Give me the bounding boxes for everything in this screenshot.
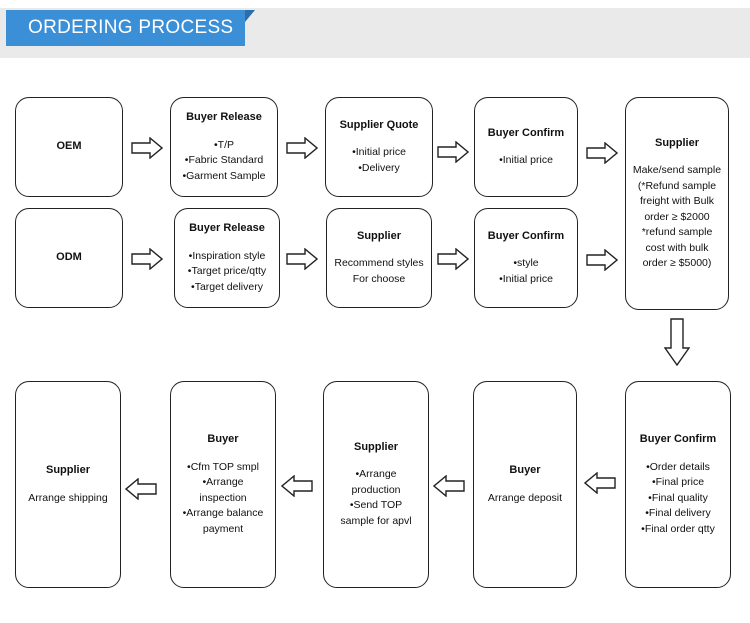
odm-supplier-line: For choose [352, 272, 406, 285]
supplier-sample-line: Make/send sample [632, 164, 722, 176]
supplier-sample-box: Supplier Make/send sample (*Refund sampl… [625, 97, 729, 310]
supplier-shipping-line: Arrange shipping [28, 491, 108, 504]
supplier-production-box: Supplier •Arrange production •Send TOP s… [323, 381, 429, 588]
final-buyer-confirm-line: •Final delivery [645, 507, 711, 519]
buyer-inspection-line: •Cfm TOP smpl [187, 460, 259, 473]
buyer-inspection-line: payment [202, 522, 244, 535]
buyer-inspection-line: •Arrange [202, 476, 244, 488]
right-arrow-icon [437, 141, 469, 163]
oem-label: OEM [56, 140, 82, 153]
supplier-shipping-box: Supplier Arrange shipping [15, 381, 121, 588]
supplier-production-line: production [351, 483, 401, 496]
right-arrow-icon [586, 142, 618, 164]
odm-buyer-release-title: Buyer Release [189, 222, 265, 234]
odm-buyer-confirm-box: Buyer Confirm •style •Initial price [474, 208, 578, 308]
oem-buyer-release-line: •T/P [213, 138, 234, 151]
title-tab-fold [245, 10, 255, 22]
supplier-sample-line: freight with Bulk [639, 195, 715, 207]
odm-supplier-box: Supplier Recommend styles For choose [326, 208, 432, 308]
left-arrow-icon [125, 478, 157, 500]
page-title: ORDERING PROCESS [6, 10, 245, 46]
left-arrow-icon [281, 475, 313, 497]
oem-supplier-quote-box: Supplier Quote •Initial price •Delivery [325, 97, 433, 197]
right-arrow-icon [286, 137, 318, 159]
buyer-inspection-line: •Arrange balance [182, 507, 264, 519]
supplier-sample-line: (*Refund sample [637, 179, 717, 192]
oem-supplier-quote-line: •Initial price [352, 146, 406, 159]
down-arrow-icon [664, 318, 690, 366]
oem-supplier-quote-title: Supplier Quote [339, 118, 419, 131]
buyer-deposit-title: Buyer [509, 464, 541, 476]
right-arrow-icon [437, 248, 469, 270]
odm-supplier-line: Recommend styles [334, 257, 424, 270]
odm-buyer-release-line: •Target price/qtty [187, 265, 267, 277]
right-arrow-icon [131, 137, 163, 159]
buyer-inspection-line: inspection [199, 491, 247, 504]
supplier-sample-line: cost with bulk [645, 241, 709, 254]
supplier-production-line: •Arrange [355, 468, 397, 481]
oem-box: OEM [15, 97, 123, 197]
odm-buyer-confirm-line: •style [513, 257, 539, 270]
oem-buyer-confirm-box: Buyer Confirm •Initial price [474, 97, 578, 197]
right-arrow-icon [586, 249, 618, 271]
oem-buyer-confirm-line: •Initial price [499, 154, 553, 166]
final-buyer-confirm-line: •Order details [646, 460, 710, 473]
odm-box: ODM [15, 208, 123, 308]
supplier-sample-line: order ≥ $2000 [644, 210, 710, 223]
supplier-production-line: •Send TOP [349, 499, 403, 512]
oem-buyer-release-title: Buyer Release [186, 111, 262, 123]
odm-label: ODM [56, 251, 82, 264]
oem-supplier-quote-line: •Delivery [358, 161, 400, 174]
supplier-sample-title: Supplier [654, 136, 699, 149]
left-arrow-icon [433, 475, 465, 497]
final-buyer-confirm-line: •Final quality [648, 491, 708, 504]
right-arrow-icon [286, 248, 318, 270]
supplier-production-line: sample for apvl [340, 514, 412, 527]
oem-buyer-confirm-title: Buyer Confirm [487, 126, 565, 139]
odm-buyer-release-line: •Inspiration style [188, 249, 266, 262]
oem-buyer-release-line: •Fabric Standard [184, 154, 264, 166]
supplier-production-title: Supplier [353, 440, 398, 453]
final-buyer-confirm-title: Buyer Confirm [639, 433, 717, 445]
final-buyer-confirm-line: •Final price [651, 476, 705, 488]
odm-buyer-confirm-line: •Initial price [499, 272, 553, 285]
final-buyer-confirm-box: Buyer Confirm •Order details •Final pric… [625, 381, 731, 588]
buyer-inspection-title: Buyer [207, 433, 239, 445]
right-arrow-icon [131, 248, 163, 270]
buyer-deposit-box: Buyer Arrange deposit [473, 381, 577, 588]
odm-buyer-release-line: •Target delivery [191, 280, 263, 293]
buyer-inspection-box: Buyer •Cfm TOP smpl •Arrange inspection … [170, 381, 276, 588]
supplier-shipping-title: Supplier [45, 464, 90, 476]
final-buyer-confirm-line: •Final order qtty [641, 522, 715, 535]
supplier-sample-line: *refund sample [641, 226, 713, 238]
left-arrow-icon [584, 472, 616, 494]
odm-buyer-release-box: Buyer Release •Inspiration style •Target… [174, 208, 280, 308]
supplier-sample-line: order ≥ $5000) [642, 257, 712, 269]
oem-buyer-release-box: Buyer Release •T/P •Fabric Standard •Gar… [170, 97, 278, 197]
buyer-deposit-line: Arrange deposit [487, 491, 563, 504]
odm-supplier-title: Supplier [356, 229, 401, 242]
odm-buyer-confirm-title: Buyer Confirm [487, 229, 565, 242]
oem-buyer-release-line: •Garment Sample [182, 169, 266, 182]
